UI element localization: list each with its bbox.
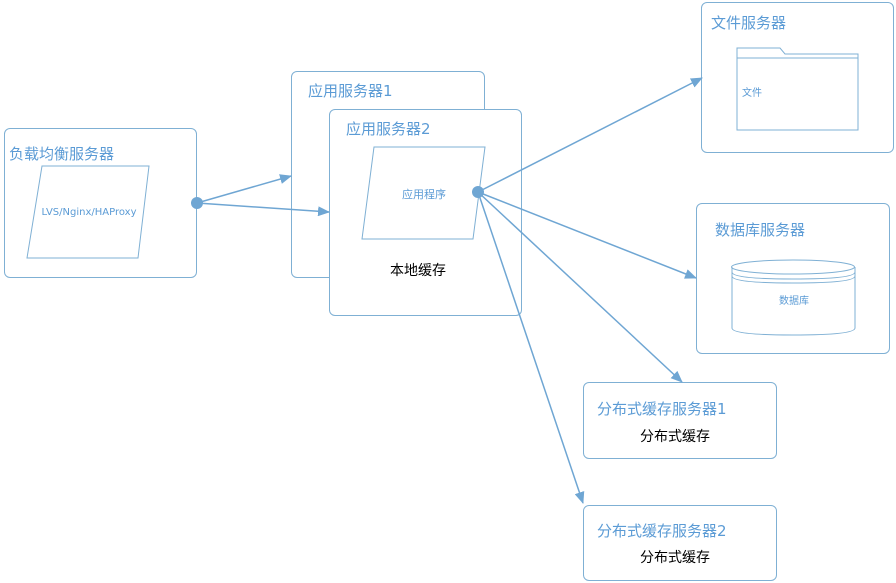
distributed-cache-server-1[interactable]: 分布式缓存服务器1 分布式缓存 — [583, 382, 777, 459]
load-balancer-process-shape — [26, 165, 150, 259]
cache-server-2-label: 分布式缓存 — [640, 550, 710, 566]
app-server-2[interactable]: 应用服务器2 应用程序 本地缓存 — [329, 109, 522, 316]
load-balancer-title: 负载均衡服务器 — [9, 145, 115, 163]
load-balancer-label: LVS/Nginx/HAProxy — [41, 207, 137, 218]
file-server-title: 文件服务器 — [711, 14, 787, 32]
file-label: 文件 — [742, 88, 762, 99]
database-server-title: 数据库服务器 — [715, 221, 806, 239]
cache-server-2-title: 分布式缓存服务器2 — [597, 522, 727, 540]
application-process-shape — [361, 146, 486, 240]
file-server[interactable]: 文件服务器 文件 — [701, 2, 894, 153]
database-server[interactable]: 数据库服务器 数据库 — [696, 203, 890, 354]
distributed-cache-server-2[interactable]: 分布式缓存服务器2 分布式缓存 — [583, 505, 777, 581]
application-label: 应用程序 — [402, 188, 446, 201]
database-label: 数据库 — [779, 296, 809, 307]
local-cache-label: 本地缓存 — [390, 263, 446, 279]
load-balancer-server[interactable]: 负载均衡服务器 LVS/Nginx/HAProxy — [4, 128, 197, 278]
app-server-2-title: 应用服务器2 — [346, 120, 431, 138]
arrow-lb-to-app1 — [196, 174, 292, 204]
folder-icon — [736, 47, 859, 131]
cache-server-1-label: 分布式缓存 — [640, 429, 710, 445]
cache-server-1-title: 分布式缓存服务器1 — [597, 400, 727, 418]
app-server-1-title: 应用服务器1 — [308, 82, 393, 100]
database-cylinder-icon — [731, 259, 856, 336]
